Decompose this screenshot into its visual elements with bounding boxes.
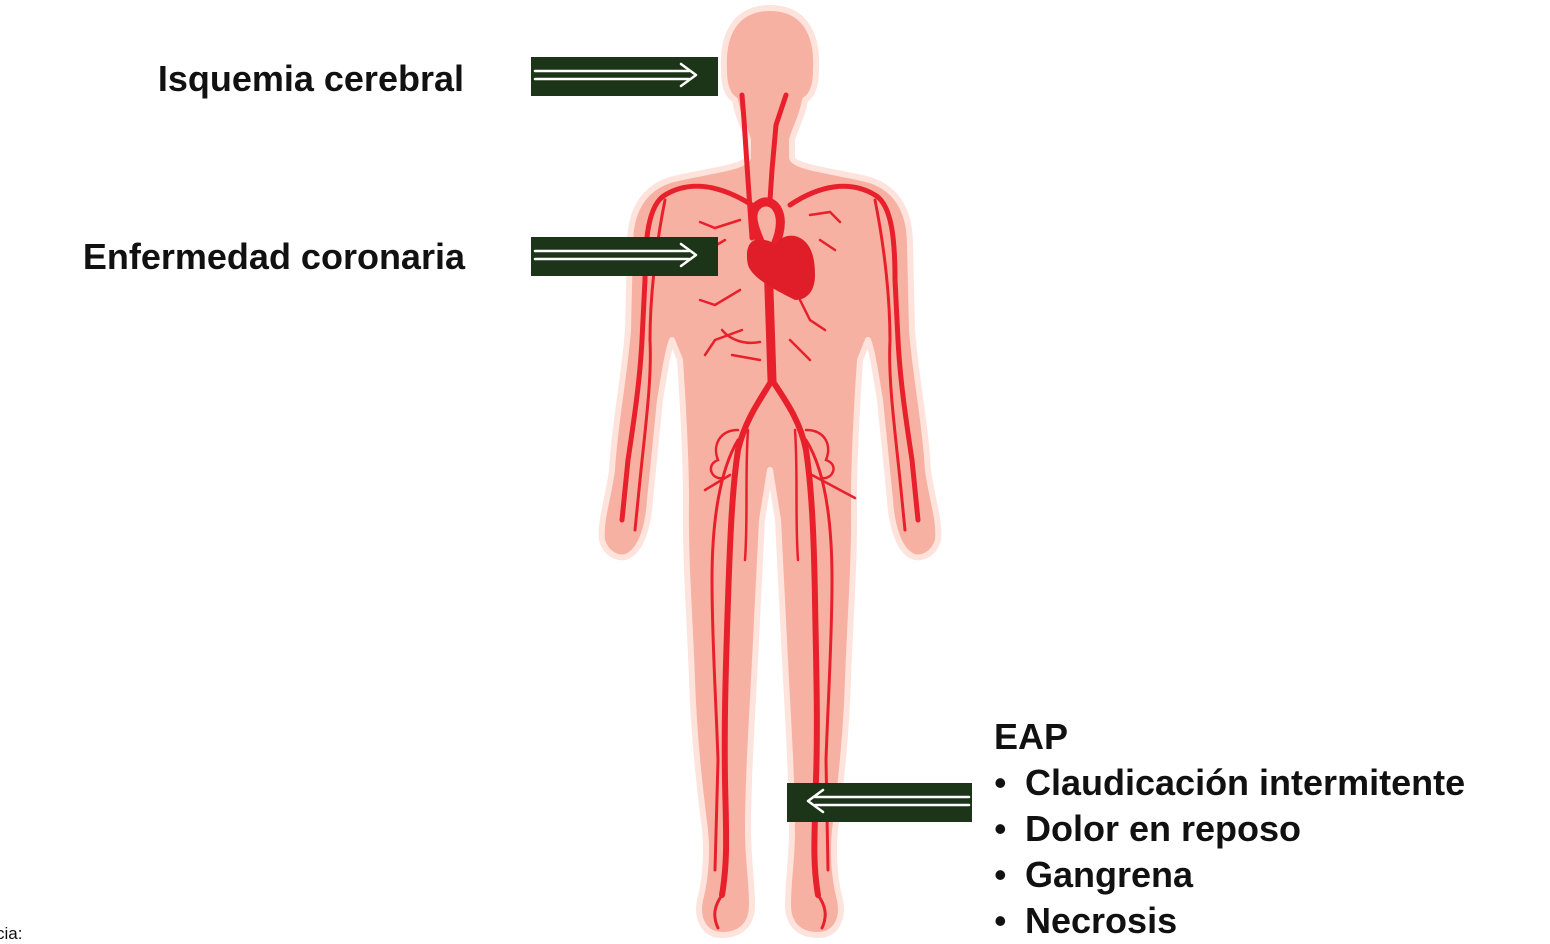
eap-list: • Claudicación intermitente • Dolor en rep… — [994, 760, 1465, 944]
eap-title: EAP — [994, 714, 1465, 760]
source-note: cia: — [0, 924, 22, 944]
arrow-box-coronaria — [531, 237, 718, 276]
eap-item-text: Claudicación intermitente — [1025, 762, 1465, 803]
arrow-right-icon — [531, 237, 718, 276]
bullet: • — [994, 760, 1007, 806]
label-isquemia-cerebral: Isquemia cerebral — [158, 58, 464, 100]
eap-list-item: • Gangrena — [994, 852, 1465, 898]
eap-list-item: • Necrosis — [994, 898, 1465, 944]
arrow-left-icon — [787, 783, 972, 822]
eap-item-text: Dolor en reposo — [1025, 808, 1301, 849]
eap-list-item: • Dolor en reposo — [994, 806, 1465, 852]
label-enfermedad-coronaria: Enfermedad coronaria — [83, 236, 465, 278]
eap-list-item: • Claudicación intermitente — [994, 760, 1465, 806]
eap-item-text: Gangrena — [1025, 854, 1193, 895]
bullet: • — [994, 852, 1007, 898]
arrow-right-icon — [531, 57, 718, 96]
arrow-box-isquemia — [531, 57, 718, 96]
eap-item-text: Necrosis — [1025, 900, 1177, 941]
eap-block: EAP • Claudicación intermitente • Dolor en… — [994, 714, 1465, 944]
bullet: • — [994, 806, 1007, 852]
bullet: • — [994, 898, 1007, 944]
arrow-box-eap — [787, 783, 972, 822]
